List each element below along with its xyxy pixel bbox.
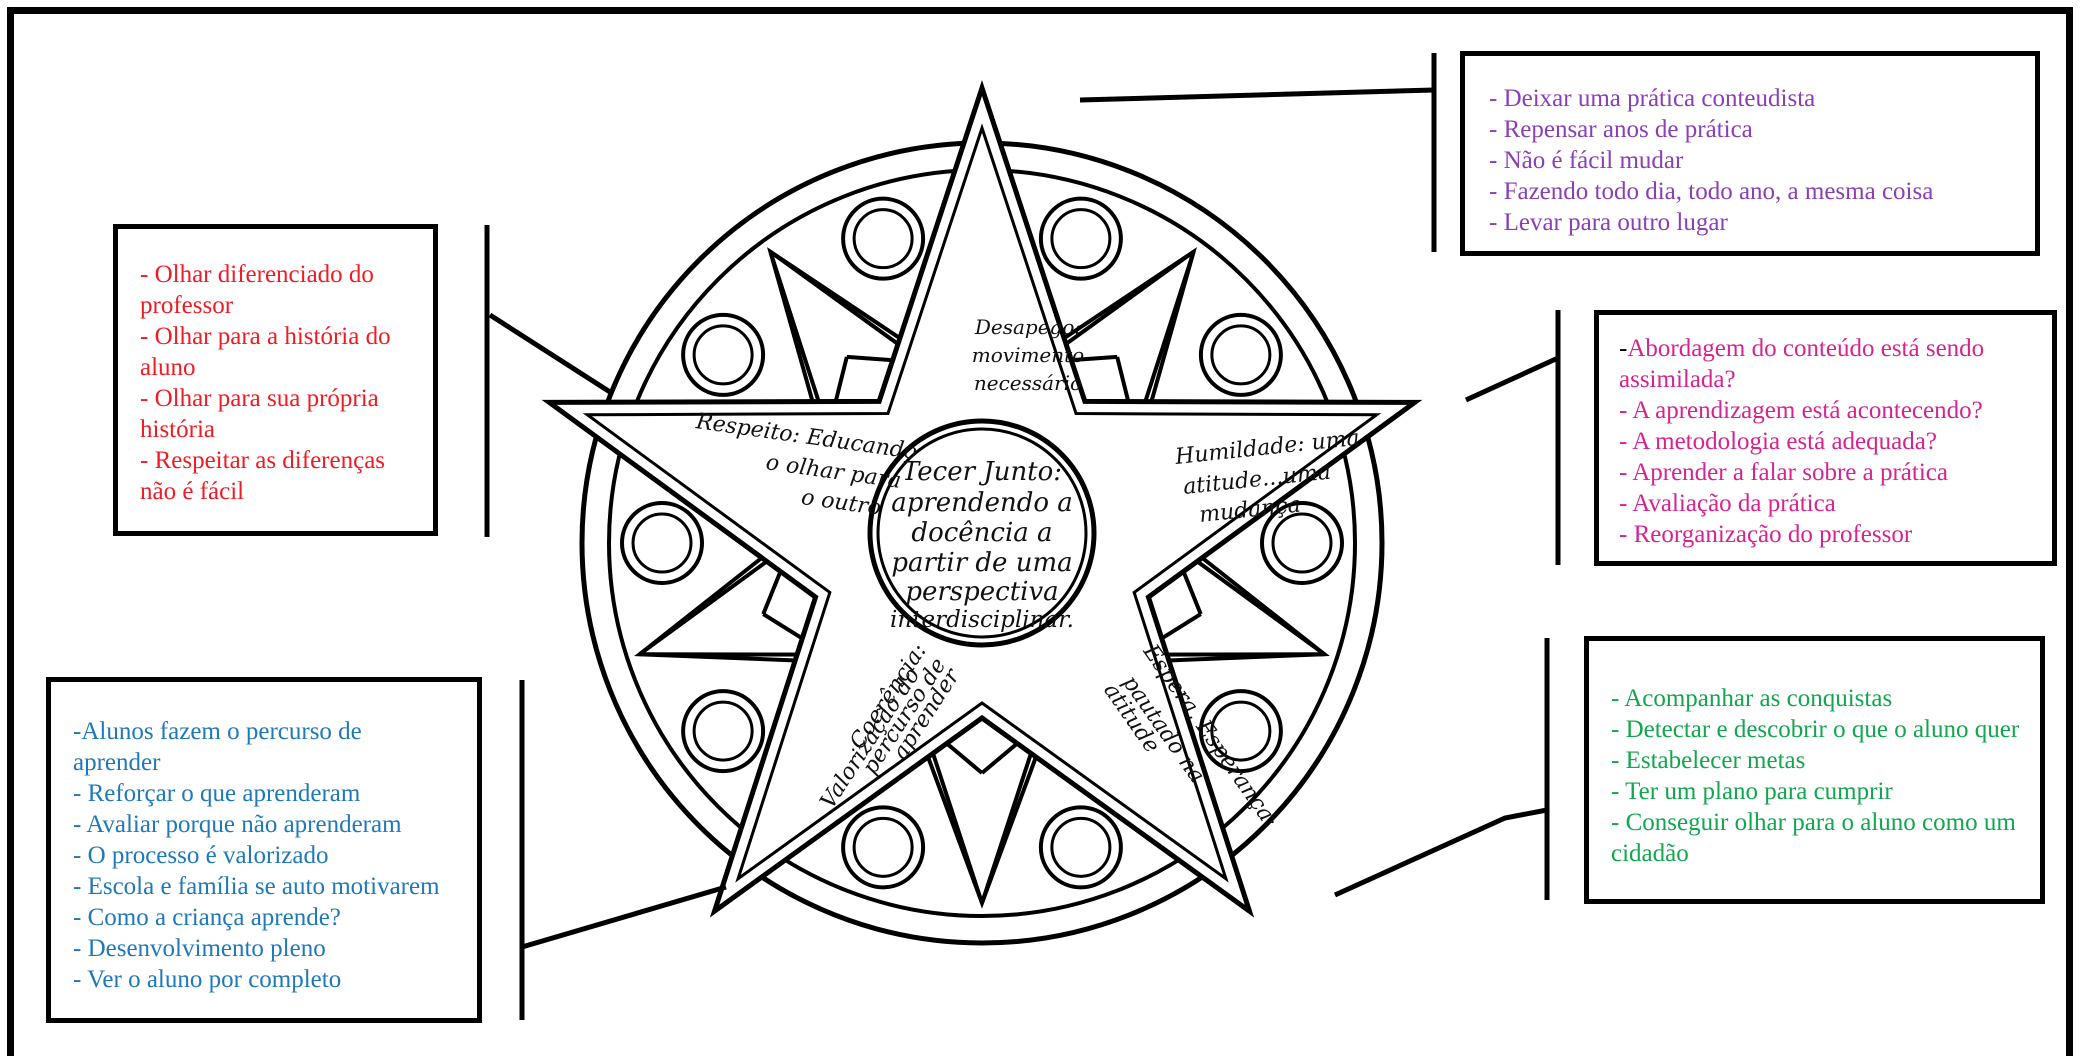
box-coerencia-line: - O processo é valorizado	[73, 840, 459, 871]
box-espera-line: - Acompanhar as conquistas	[1611, 683, 2026, 714]
medallion-inner	[854, 818, 912, 876]
box-desapego: - Deixar uma prática conteudista - Repen…	[1460, 51, 2040, 256]
center-text-line-6: interdisciplinar.	[890, 607, 1074, 633]
medallion-inner	[1273, 514, 1331, 572]
medallion-inner	[694, 702, 752, 760]
connector-bottom-right	[1335, 810, 1547, 895]
box-humildade-first-rest: Abordagem do conteúdo está sendo	[1627, 335, 1984, 362]
box-respeito-line: - Olhar diferenciado do	[140, 259, 413, 290]
box-respeito-line: - Respeitar as diferenças	[140, 445, 413, 476]
connector-bottom-left	[522, 887, 726, 947]
box-espera-line: - Conseguir olhar para o aluno como um	[1611, 807, 2026, 838]
box-humildade-first-line: -Abordagem do conteúdo está sendo	[1619, 333, 2038, 364]
box-humildade-line: assimilada?	[1619, 364, 2038, 395]
box-coerencia-line: -Alunos fazem o percurso de	[73, 716, 459, 747]
box-respeito: - Olhar diferenciado do professor - Olha…	[113, 224, 438, 536]
top-point-line-1: Desapego:	[974, 315, 1081, 339]
box-humildade-line: - Avaliação da prática	[1619, 488, 2038, 519]
box-coerencia-line: aprender	[73, 747, 459, 778]
center-text-line-4: partir de uma	[891, 548, 1072, 578]
box-humildade-line: - Aprender a falar sobre a prática	[1619, 457, 2038, 488]
top-point-line-3: necessário	[974, 371, 1082, 395]
medallion-inner	[1052, 818, 1110, 876]
box-espera: - Acompanhar as conquistas - Detectar e …	[1584, 636, 2045, 904]
box-respeito-line: não é fácil	[140, 476, 413, 507]
center-text-line-2: aprendendo a	[891, 488, 1073, 518]
medallion-inner	[1052, 210, 1110, 268]
box-coerencia-line: - Reforçar o que aprenderam	[73, 778, 459, 809]
box-espera-line: - Estabelecer metas	[1611, 745, 2026, 776]
box-coerencia: -Alunos fazem o percurso de aprender - R…	[46, 677, 482, 1023]
medallion-inner	[694, 326, 752, 384]
box-desapego-line: - Fazendo todo dia, todo ano, a mesma co…	[1489, 176, 2035, 207]
box-respeito-line: aluno	[140, 352, 413, 383]
medallion-inner	[633, 514, 691, 572]
box-espera-line: - Ter um plano para cumprir	[1611, 776, 2026, 807]
box-humildade: -Abordagem do conteúdo está sendo assimi…	[1594, 310, 2057, 566]
box-espera-line: - Detectar e descobrir o que o aluno que…	[1611, 714, 2026, 745]
box-coerencia-line: - Como a criança aprende?	[73, 902, 459, 933]
center-text-line-5: perspectiva	[905, 577, 1058, 607]
top-point-line-2: movimento	[972, 343, 1084, 367]
box-respeito-line: professor	[140, 290, 413, 321]
box-coerencia-line: - Ver o aluno por completo	[73, 964, 459, 995]
box-coerencia-line: - Escola e família se auto motivarem	[73, 871, 459, 902]
box-respeito-line: - Olhar para a história do	[140, 321, 413, 352]
center-text-line-1: Tecer Junto:	[902, 457, 1062, 487]
box-desapego-line: - Repensar anos de prática	[1489, 114, 2035, 145]
box-humildade-line: - A metodologia está adequada?	[1619, 426, 2038, 457]
connector-top-right	[1080, 90, 1434, 100]
box-coerencia-line: - Avaliar porque não aprenderam	[73, 809, 459, 840]
box-respeito-line: - Olhar para sua própria	[140, 383, 413, 414]
center-text-line-3: docência a	[911, 518, 1052, 548]
box-respeito-line: história	[140, 414, 413, 445]
connector-mid-right	[1466, 358, 1558, 400]
box-desapego-line: - Não é fácil mudar	[1489, 145, 2035, 176]
box-humildade-line: - A aprendizagem está acontecendo?	[1619, 395, 2038, 426]
box-humildade-line: - Reorganização do professor	[1619, 519, 2038, 550]
box-coerencia-line: - Desenvolvimento pleno	[73, 933, 459, 964]
connector-top-left	[490, 315, 610, 392]
box-desapego-line: - Deixar uma prática conteudista	[1489, 83, 2035, 114]
medallion-inner	[1212, 326, 1270, 384]
medallion-inner	[854, 210, 912, 268]
box-espera-line: cidadão	[1611, 838, 2026, 869]
box-desapego-line: - Levar para outro lugar	[1489, 207, 2035, 238]
